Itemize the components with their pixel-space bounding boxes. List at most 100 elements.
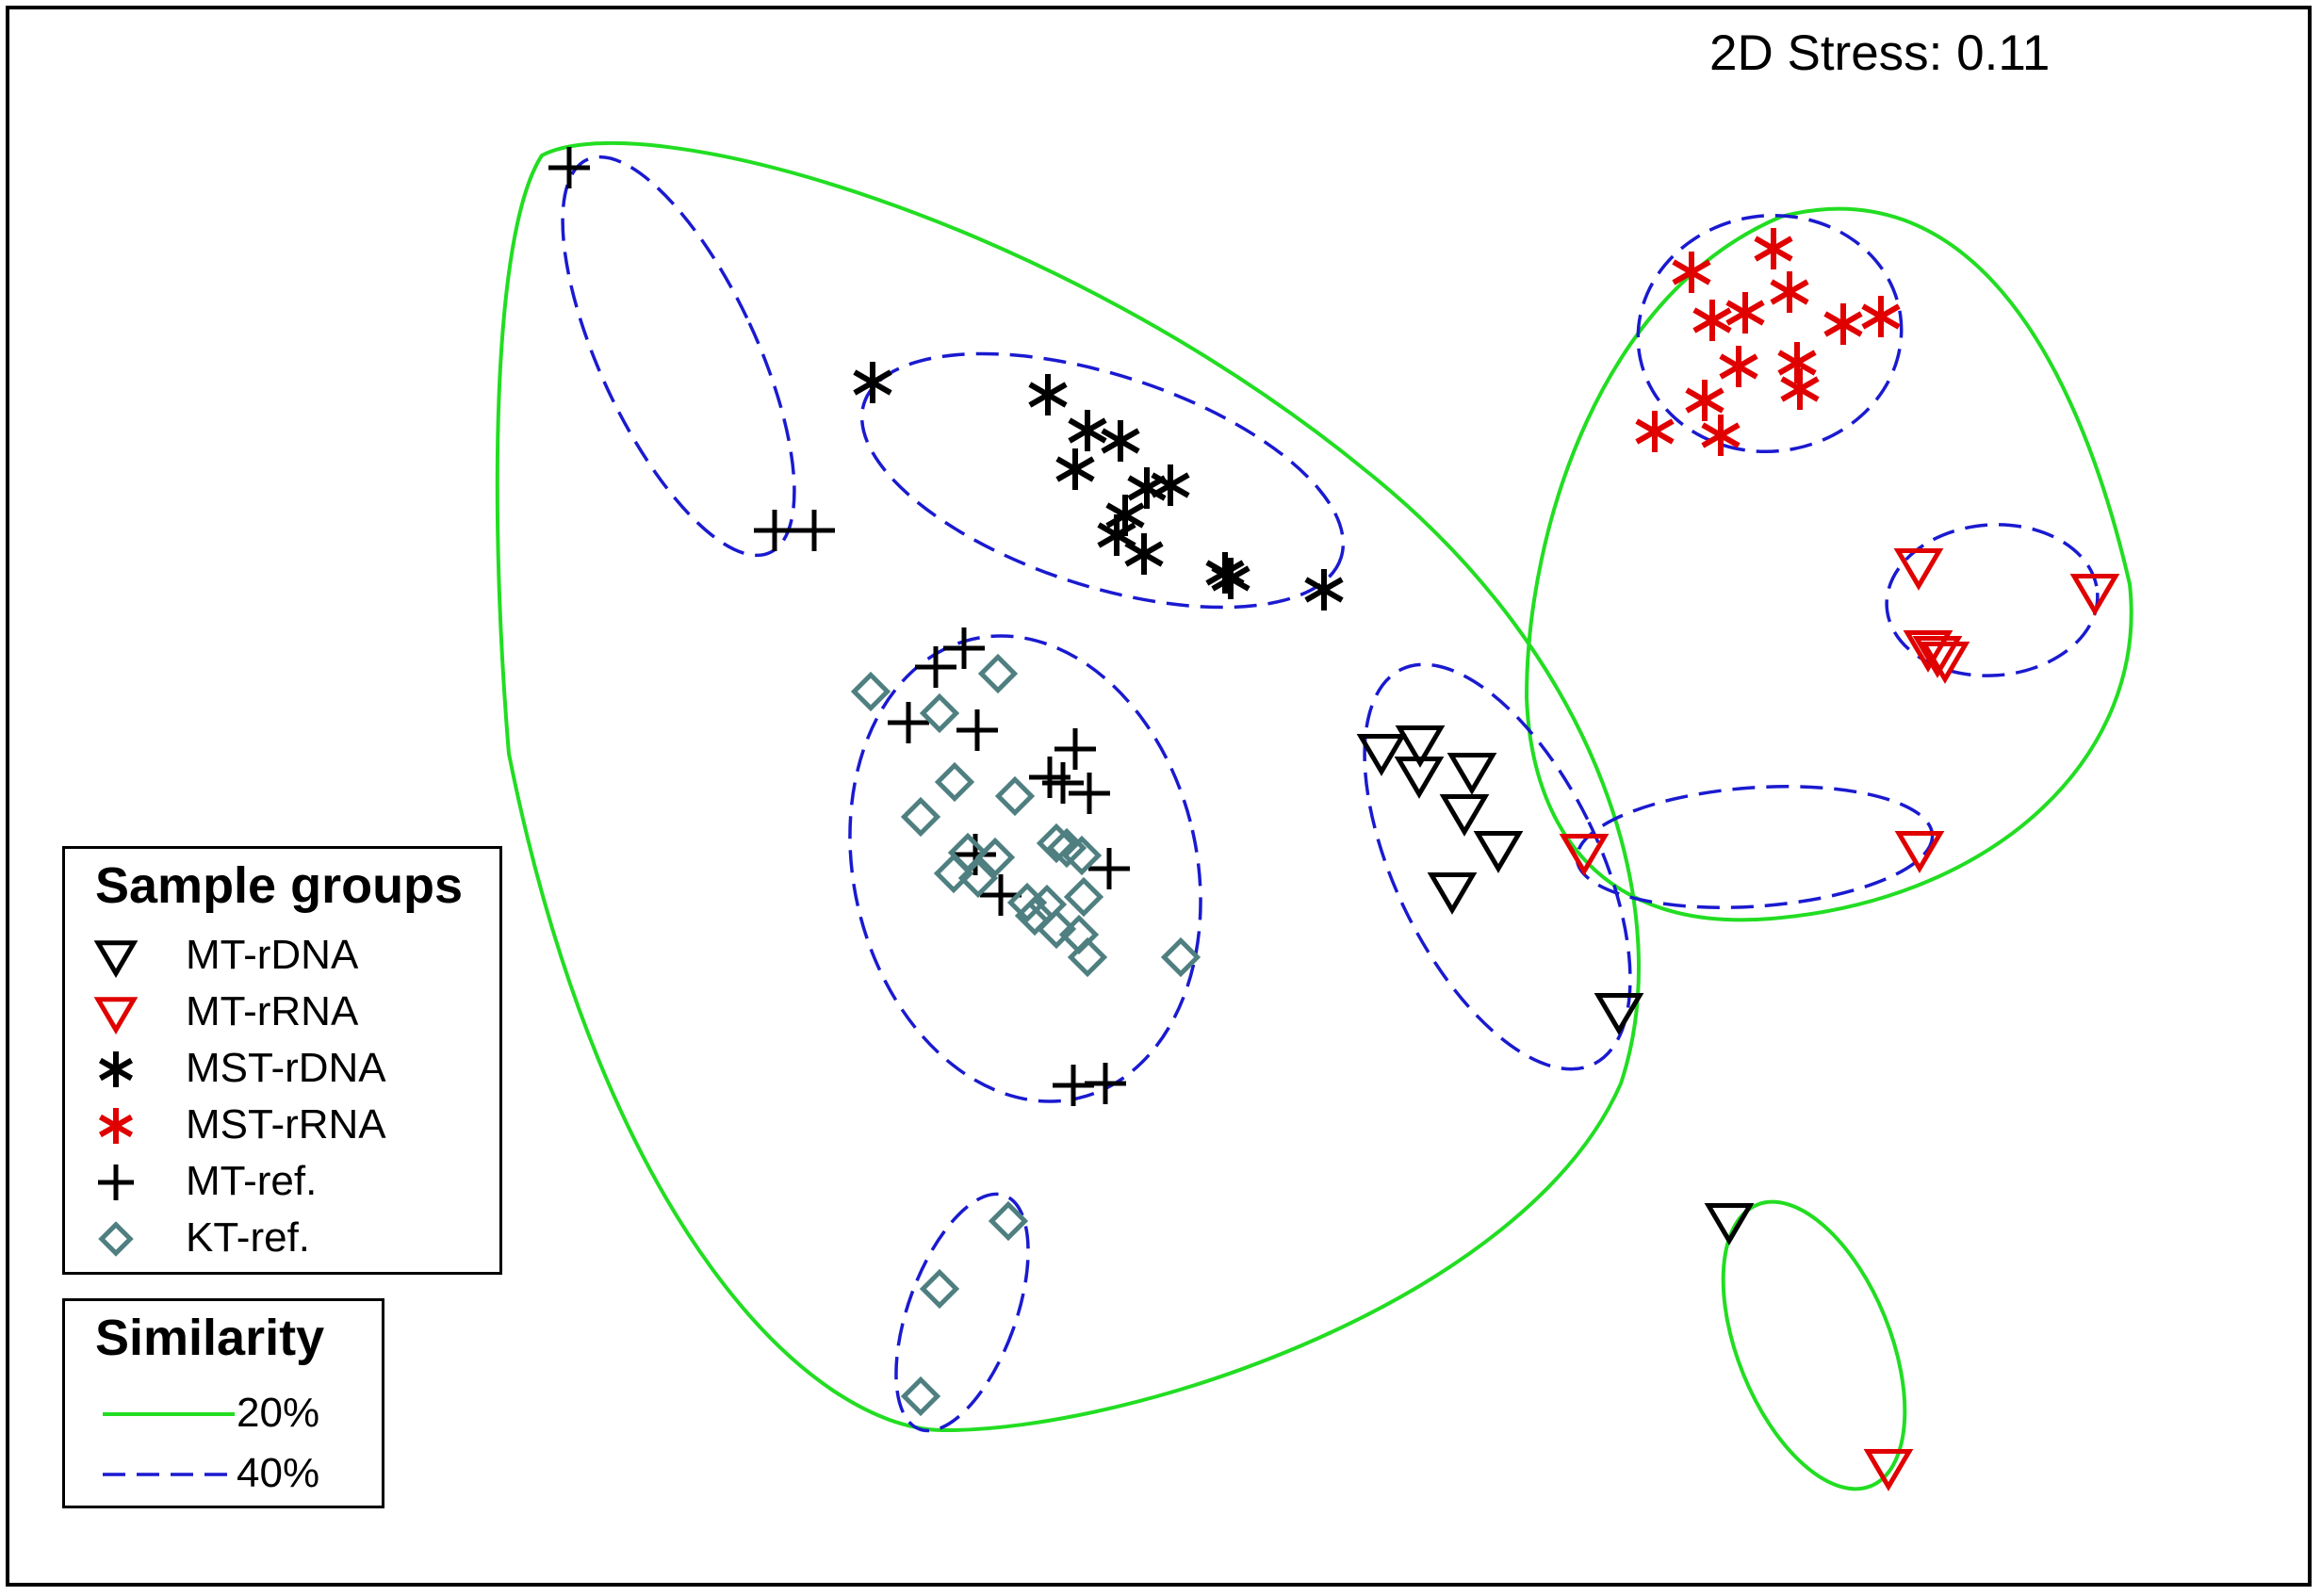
legend-sample-groups-title: Sample groups xyxy=(95,857,464,914)
point-mt-rdna-1 xyxy=(1395,725,1446,768)
legend-item-mt-ref: MT-ref. xyxy=(65,1154,499,1211)
legend-similarity-title: Similarity xyxy=(95,1310,325,1366)
point-mt-rrna-3 xyxy=(1903,630,1953,673)
legend-item-mt-rrna-label: MT-rRNA xyxy=(186,988,359,1034)
legend-similarity-20-label: 20% xyxy=(237,1390,320,1436)
line-solid-green-icon xyxy=(103,1412,235,1416)
point-kt-ref-8 xyxy=(1036,822,1077,864)
similarity-contours xyxy=(495,140,2133,1491)
point-mst-rrna-9 xyxy=(1780,368,1820,410)
point-kt-ref-17 xyxy=(1036,908,1077,950)
diamond-marker-icon xyxy=(98,1221,134,1257)
asterisk-marker-icon xyxy=(98,1051,134,1087)
point-mst-rdna-2 xyxy=(1068,410,1107,451)
legend-similarity-20: 20% xyxy=(65,1386,382,1442)
point-mst-rrna-6 xyxy=(1861,296,1901,337)
point-mst-rdna-3 xyxy=(1101,420,1140,462)
line-dashed-blue-icon xyxy=(103,1473,235,1476)
point-mst-rrna-2 xyxy=(1770,271,1809,313)
point-mt-ref-1 xyxy=(754,510,795,551)
triangle-down-marker-icon xyxy=(93,997,139,1034)
contour-40-d xyxy=(1363,662,1632,1071)
point-mt-rdna-4 xyxy=(1439,794,1490,837)
triangle-down-marker-icon xyxy=(93,940,139,978)
point-mt-ref-15 xyxy=(1085,1063,1126,1104)
point-mt-rrna-1 xyxy=(1893,548,1944,591)
point-mst-rrna-4 xyxy=(1725,292,1765,334)
point-mt-rrna-0 xyxy=(1559,834,1610,876)
legend-similarity-40-label: 40% xyxy=(237,1450,320,1496)
point-kt-ref-10 xyxy=(1061,835,1103,876)
contour-20-main xyxy=(495,140,1641,1433)
contour-40-e xyxy=(1636,213,1904,454)
legend-similarity-40: 40% xyxy=(65,1446,382,1503)
point-kt-ref-0 xyxy=(850,671,891,712)
point-kt-ref-2 xyxy=(919,692,960,734)
data-points xyxy=(548,147,2120,1491)
point-kt-ref-19 xyxy=(1160,936,1201,978)
contour-40-b xyxy=(859,351,1346,610)
point-kt-ref-16 xyxy=(1014,895,1055,936)
contour-40-h xyxy=(894,1192,1030,1433)
point-mst-rrna-10 xyxy=(1685,380,1724,421)
point-kt-ref-20 xyxy=(1067,936,1108,978)
point-mst-rrna-7 xyxy=(1719,346,1758,387)
point-mst-rdna-1 xyxy=(1028,374,1068,415)
legend-item-kt-ref: KT-ref. xyxy=(65,1211,499,1267)
point-mst-rdna-0 xyxy=(853,362,892,403)
point-mst-rrna-0 xyxy=(1754,228,1793,269)
point-mst-rdna-11 xyxy=(1211,558,1250,599)
point-mt-ref-13 xyxy=(980,874,1022,916)
point-mt-rdna-3 xyxy=(1447,753,1497,795)
point-mst-rdna-4 xyxy=(1055,448,1095,490)
plus-marker-icon xyxy=(98,1164,134,1200)
contour-40-f xyxy=(1885,523,2100,677)
contour-40-a xyxy=(561,155,796,558)
point-mt-ref-12 xyxy=(1088,848,1130,889)
legend-item-mst-rrna-label: MST-rRNA xyxy=(186,1101,386,1148)
point-kt-ref-21 xyxy=(988,1200,1029,1242)
point-kt-ref-23 xyxy=(900,1376,941,1417)
contour-40-c xyxy=(848,634,1202,1103)
legend-item-mt-ref-label: MT-ref. xyxy=(186,1158,318,1204)
contour-20-right xyxy=(1524,206,2133,922)
point-mst-rdna-9 xyxy=(1124,533,1164,575)
point-mst-rrna-1 xyxy=(1672,252,1711,293)
point-kt-ref-13 xyxy=(1063,876,1104,918)
point-mst-rrna-3 xyxy=(1692,300,1732,341)
point-mt-rdna-6 xyxy=(1427,872,1478,915)
stress-annotation: 2D Stress: 0.11 xyxy=(1709,25,2051,81)
point-mst-rdna-6 xyxy=(1151,464,1190,506)
legend-item-kt-ref-label: KT-ref. xyxy=(186,1214,311,1261)
point-mt-ref-2 xyxy=(793,510,835,551)
point-kt-ref-1 xyxy=(977,653,1019,694)
legend-item-mt-rrna: MT-rRNA xyxy=(65,985,499,1041)
point-mst-rdna-5 xyxy=(1127,467,1167,509)
point-mst-rrna-12 xyxy=(1635,411,1675,452)
point-kt-ref-3 xyxy=(934,761,975,803)
point-kt-ref-12 xyxy=(957,857,999,899)
asterisk-marker-icon xyxy=(98,1108,134,1144)
point-mt-ref-6 xyxy=(956,709,998,751)
point-kt-ref-5 xyxy=(900,796,941,838)
contour-20-small xyxy=(1721,1199,1907,1491)
point-mt-rrna-4 xyxy=(1912,636,1963,678)
point-mt-rrna-5 xyxy=(1920,642,1970,684)
legend-item-mt-rdna: MT-rDNA xyxy=(65,928,499,985)
legend-similarity: Similarity 20% 40% xyxy=(62,1298,384,1508)
point-mt-rrna-7 xyxy=(1863,1449,1914,1491)
legend-item-mt-rdna-label: MT-rDNA xyxy=(186,932,359,978)
chart-frame xyxy=(6,6,2312,1587)
point-kt-ref-11 xyxy=(933,853,974,894)
point-mt-ref-9 xyxy=(1042,762,1084,804)
point-mt-rdna-5 xyxy=(1473,831,1524,873)
point-mst-rrna-11 xyxy=(1701,415,1741,456)
legend-item-mst-rrna: MST-rRNA xyxy=(65,1098,499,1154)
point-mt-ref-0 xyxy=(548,147,590,188)
point-kt-ref-4 xyxy=(994,775,1036,817)
point-mt-ref-3 xyxy=(943,627,985,669)
point-mt-ref-10 xyxy=(1069,773,1110,814)
point-kt-ref-7 xyxy=(974,837,1016,878)
legend-item-mst-rdna-label: MST-rDNA xyxy=(186,1045,386,1091)
